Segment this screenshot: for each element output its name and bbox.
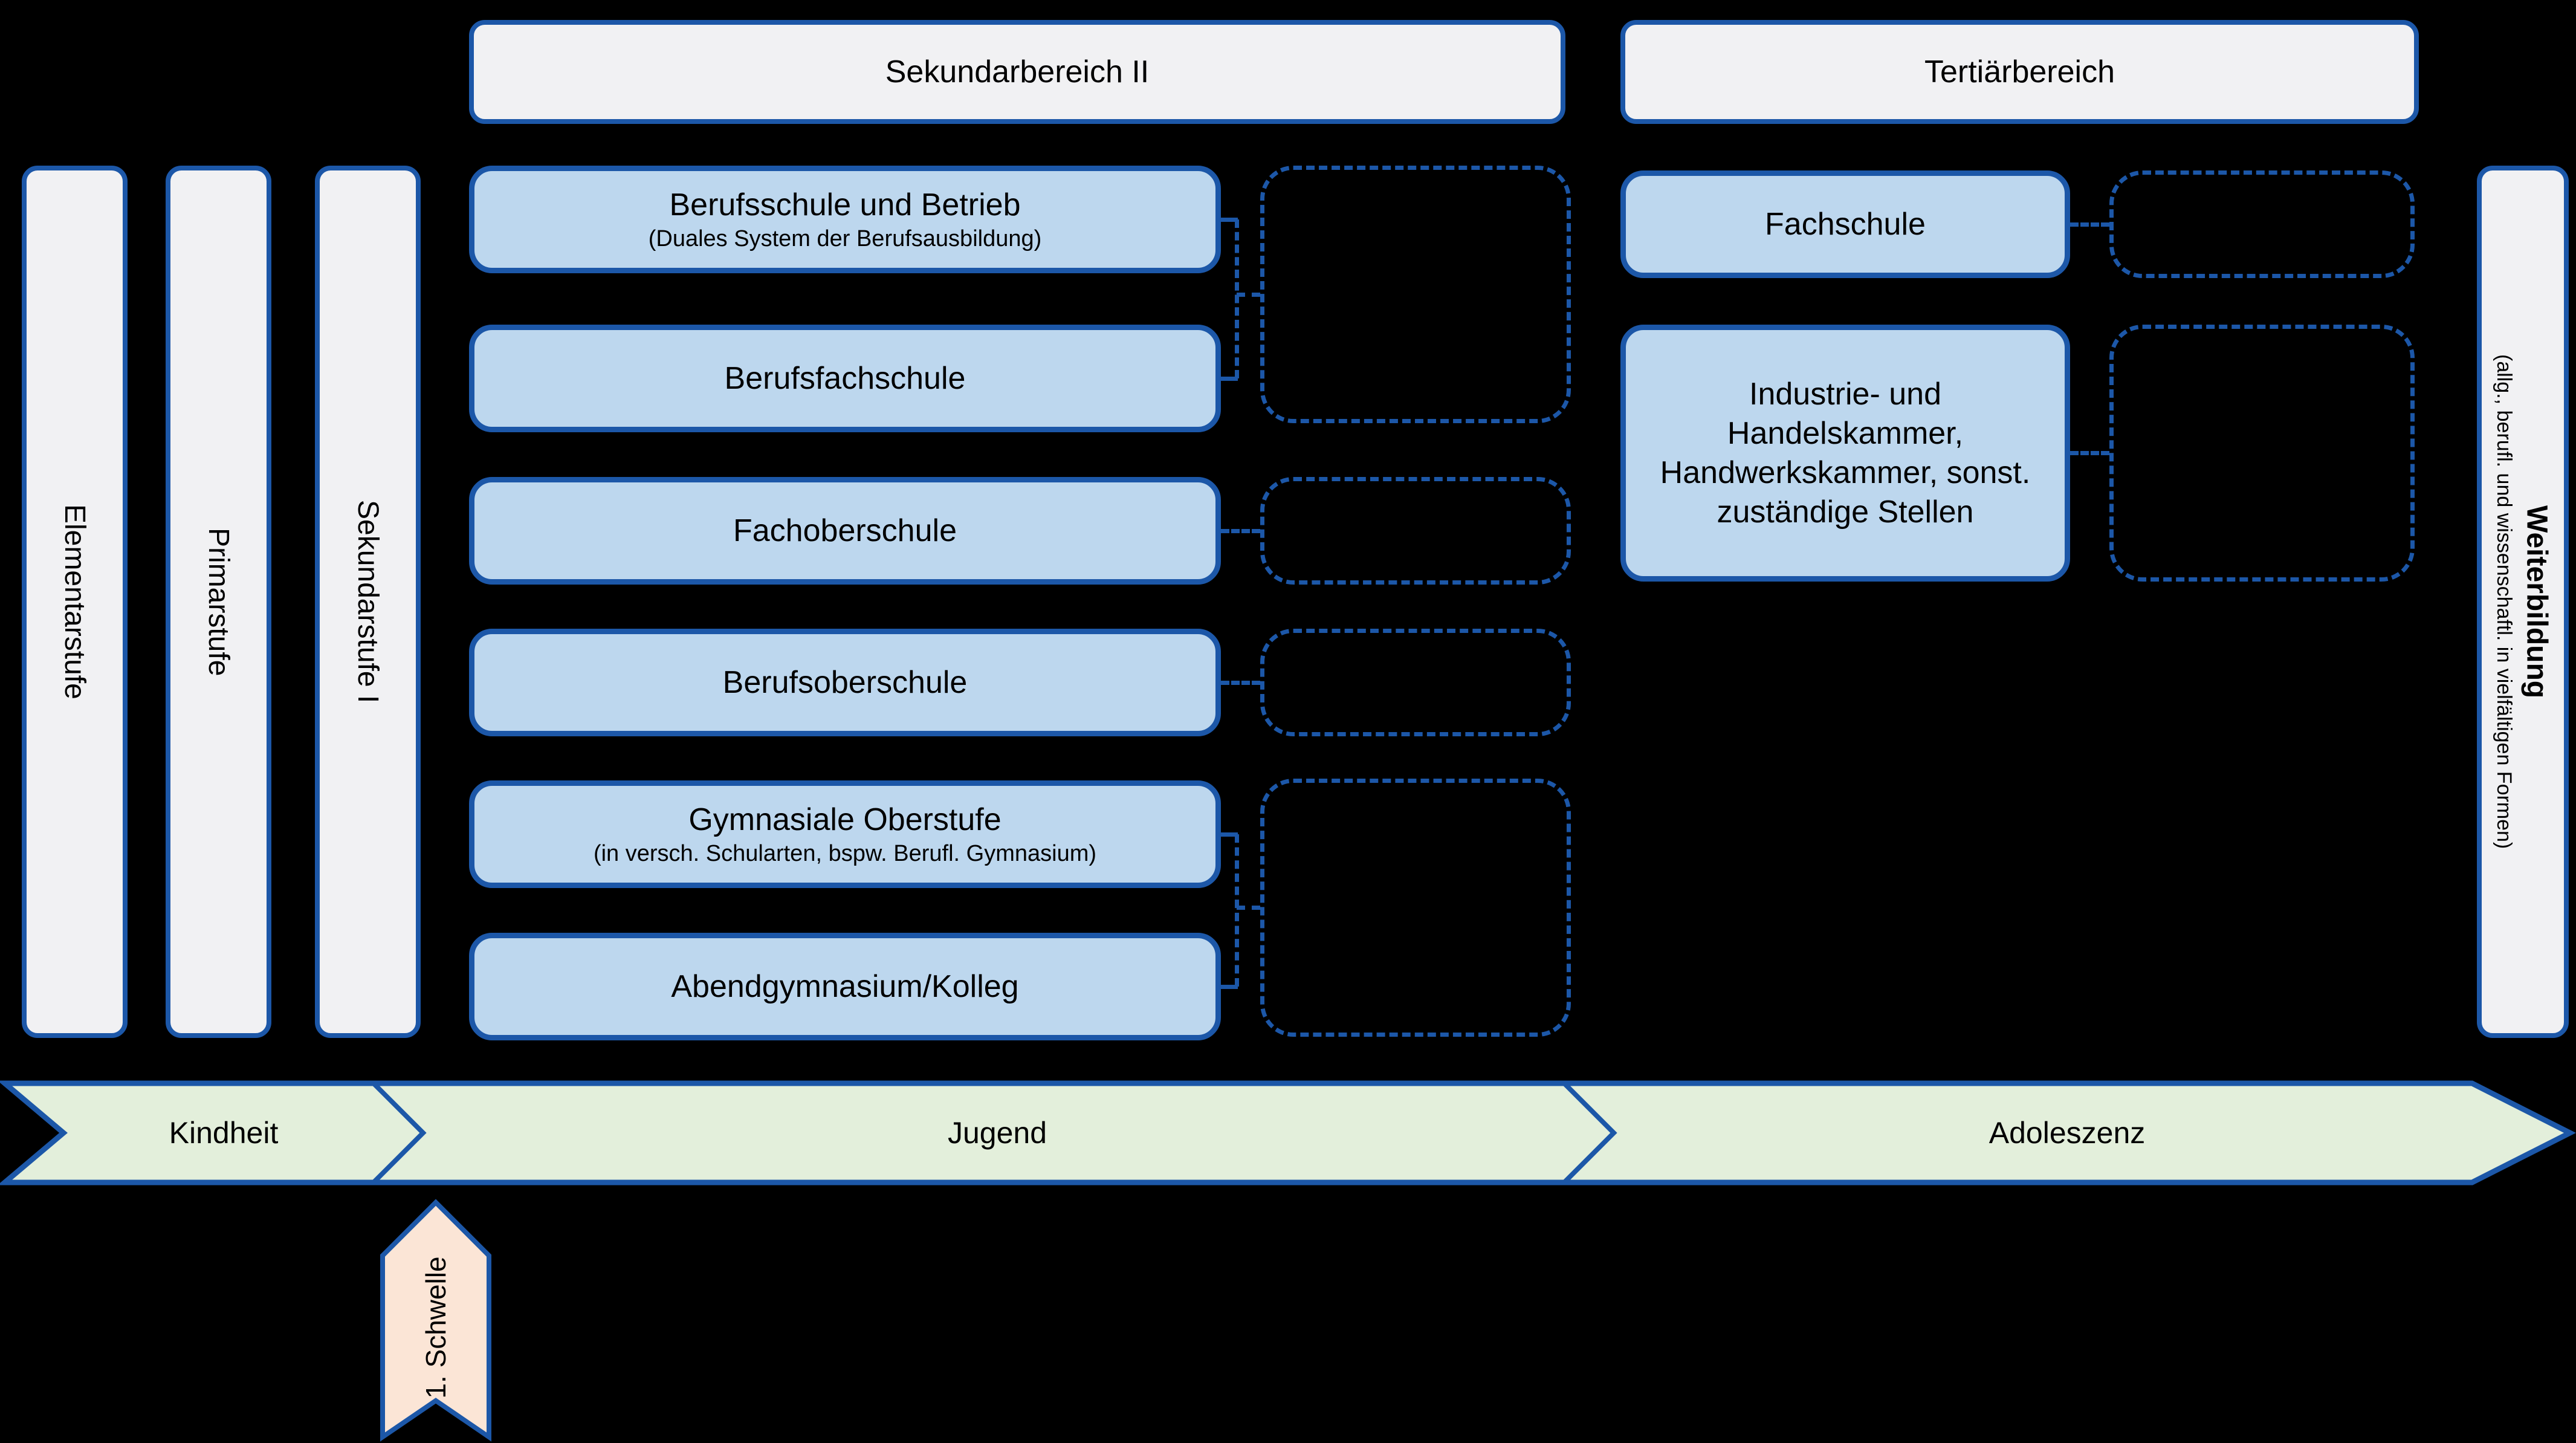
placeholder-box-fachschule (2109, 170, 2415, 278)
box-kammern: Industrie- und Handelskammer, Handwerksk… (1620, 325, 2070, 582)
box-gymnasiale-oberstufe: Gymnasiale Oberstufe (in versch. Schular… (469, 780, 1221, 888)
placeholder-box-berufsschule-berufsfachschule (1260, 166, 1571, 423)
box-berufsoberschule: Berufsoberschule (469, 629, 1221, 736)
placeholder-box-fachoberschule (1260, 477, 1571, 585)
connector-placeholder-d-stub (1237, 906, 1260, 910)
timeline-phase-adoleszenz: Adoleszenz (1614, 1083, 2520, 1182)
box-fachschule-title: Fachschule (1765, 206, 1926, 242)
header-tertiaerbereich: Tertiärbereich (1620, 20, 2419, 124)
threshold-label: 1. Schwelle (420, 1256, 451, 1399)
header-tertiaerbereich-label: Tertiärbereich (1924, 54, 2115, 89)
timeline-phase-jugend-label: Jugend (947, 1116, 1047, 1150)
connector-abendgymnasium-stub (1221, 985, 1238, 989)
header-sekundarbereich-ii-label: Sekundarbereich II (885, 54, 1150, 89)
threshold-marker-shape (380, 1199, 491, 1442)
connector-berufsschule-stub (1221, 218, 1238, 222)
connector-berufsoberschule (1221, 681, 1260, 685)
connector-fachoberschule (1221, 529, 1260, 533)
box-berufsschule-und-betrieb-subtitle: (Duales System der Berufsausbildung) (648, 225, 1042, 251)
timeline-phase-adoleszenz-label: Adoleszenz (1989, 1116, 2146, 1150)
bar-weiterbildung-title: Weiterbildung (2520, 505, 2553, 699)
box-fachoberschule-title: Fachoberschule (733, 513, 957, 548)
box-fachschule: Fachschule (1620, 170, 2070, 278)
timeline-arrow-shape (0, 1080, 2576, 1185)
box-kammern-title: Industrie- und Handelskammer, Handwerksk… (1660, 376, 2031, 530)
stage-bar-sekundarstufe-i: Sekundarstufe I (315, 166, 421, 1038)
box-berufsschule-und-betrieb-title: Berufsschule und Betrieb (669, 187, 1021, 222)
timeline-divider-kindheit-jugend (372, 1081, 427, 1184)
timeline-divider-jugend-adoleszenz (1562, 1081, 1617, 1184)
bar-weiterbildung-subtitle: (allg., berufl. und wissenschaftl. in vi… (2492, 354, 2516, 849)
box-gymnasiale-oberstufe-title: Gymnasiale Oberstufe (688, 802, 1002, 837)
timeline-phase-kindheit: Kindheit (63, 1083, 384, 1182)
box-berufsfachschule: Berufsfachschule (469, 325, 1221, 432)
timeline-phase-kindheit-label: Kindheit (169, 1116, 279, 1150)
placeholder-box-kammern (2109, 325, 2415, 582)
connector-fachschule (2070, 222, 2109, 227)
connector-trunk-rows1-2 (1235, 219, 1239, 378)
connector-kammern (2070, 451, 2109, 455)
stage-bar-primarstufe: Primarstufe (166, 166, 271, 1038)
connector-gymnasiale-stub (1221, 832, 1238, 837)
bar-weiterbildung: Weiterbildung (allg., berufl. und wissen… (2477, 166, 2569, 1038)
box-berufsoberschule-title: Berufsoberschule (722, 664, 968, 700)
connector-berufsfachschule-stub (1221, 377, 1238, 381)
timeline-phase-jugend: Jugend (423, 1083, 1571, 1182)
stage-bar-sekundarstufe-i-label: Sekundarstufe I (352, 500, 384, 704)
placeholder-box-gymnasiale-abendgymnasium (1260, 779, 1571, 1037)
box-abendgymnasium-kolleg-title: Abendgymnasium/Kolleg (671, 968, 1019, 1004)
stage-bar-elementarstufe: Elementarstufe (22, 166, 128, 1038)
box-fachoberschule: Fachoberschule (469, 477, 1221, 585)
stage-bar-elementarstufe-label: Elementarstufe (59, 504, 91, 699)
header-sekundarbereich-ii: Sekundarbereich II (469, 20, 1565, 124)
box-berufsfachschule-title: Berufsfachschule (724, 360, 966, 396)
box-abendgymnasium-kolleg: Abendgymnasium/Kolleg (469, 933, 1221, 1040)
box-gymnasiale-oberstufe-subtitle: (in versch. Schularten, bspw. Berufl. Gy… (593, 840, 1097, 866)
connector-trunk-rows5-6 (1235, 834, 1239, 987)
stage-bar-primarstufe-label: Primarstufe (202, 527, 235, 676)
connector-placeholder-a-stub (1237, 293, 1260, 297)
bar-weiterbildung-text: Weiterbildung (allg., berufl. und wissen… (2491, 354, 2555, 849)
placeholder-box-berufsoberschule (1260, 629, 1571, 736)
box-berufsschule-und-betrieb: Berufsschule und Betrieb (Duales System … (469, 166, 1221, 273)
